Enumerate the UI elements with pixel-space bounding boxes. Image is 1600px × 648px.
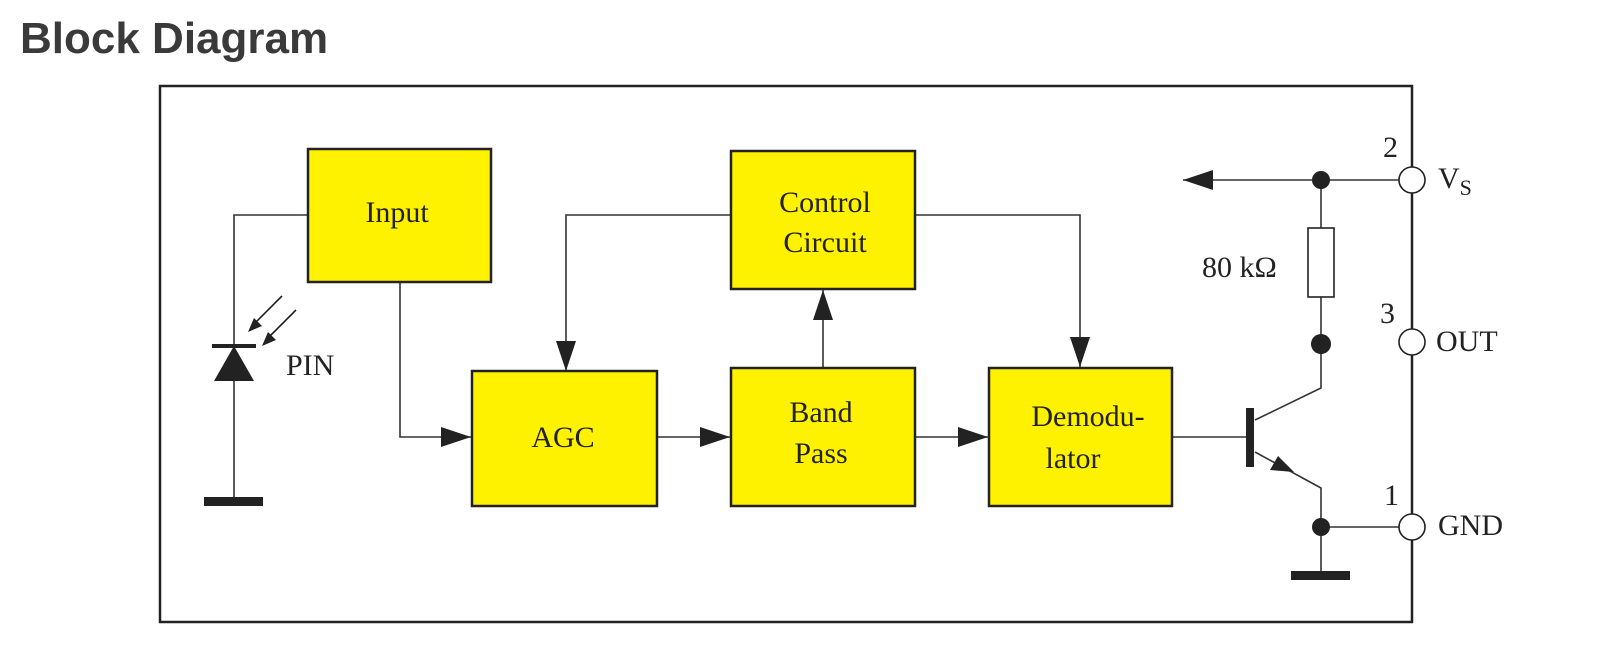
demodulator-label-line2: lator xyxy=(1046,442,1101,475)
agc-block: AGC xyxy=(470,369,659,508)
wire-input-to-agc xyxy=(399,283,471,447)
band-pass-label-line2: Pass xyxy=(794,437,847,470)
pin-gnd-label: GND xyxy=(1438,509,1503,542)
output-ground-icon xyxy=(1291,571,1350,580)
node-out-dot xyxy=(1311,334,1331,354)
pin-vs: 2 VS xyxy=(1383,131,1472,200)
wire-control-to-agc xyxy=(556,214,731,371)
pin-vs-number: 2 xyxy=(1383,131,1398,164)
input-block: Input xyxy=(306,147,493,284)
band-pass-label-line1: Band xyxy=(789,396,852,429)
photodiode-icon xyxy=(212,295,297,381)
pin-out-number: 3 xyxy=(1380,297,1395,330)
pin-out-label: OUT xyxy=(1436,325,1498,358)
wire-input-to-diode xyxy=(233,214,308,500)
band-pass-block: Band Pass xyxy=(729,366,917,508)
pin-out: 3 OUT xyxy=(1380,297,1498,358)
control-circuit-label-line2: Circuit xyxy=(783,226,867,259)
transistor-icon xyxy=(1246,408,1294,472)
pin-vs-label: VS xyxy=(1438,162,1472,200)
control-circuit-label-line1: Control xyxy=(779,186,871,219)
agc-block-label: AGC xyxy=(531,421,594,454)
wire-resistor-to-collector xyxy=(1254,297,1322,421)
input-block-label: Input xyxy=(365,196,429,229)
demodulator-label-line1: Demodu- xyxy=(1031,400,1144,433)
diode-ground-icon xyxy=(204,497,263,506)
resistor-label: 80 kΩ xyxy=(1202,251,1277,284)
pin-gnd-number: 1 xyxy=(1384,479,1399,512)
wire-control-to-demod xyxy=(915,214,1090,367)
resistor-icon xyxy=(1307,227,1335,298)
pin-label: PIN xyxy=(286,349,334,382)
node-gnd-dot xyxy=(1312,518,1330,536)
demodulator-block: Demodu- lator xyxy=(987,366,1174,508)
pin-gnd: 1 GND xyxy=(1384,479,1503,542)
control-circuit-block: Control Circuit xyxy=(729,149,917,291)
page-title: Block Diagram xyxy=(20,14,329,63)
node-vs-dot xyxy=(1312,171,1330,189)
